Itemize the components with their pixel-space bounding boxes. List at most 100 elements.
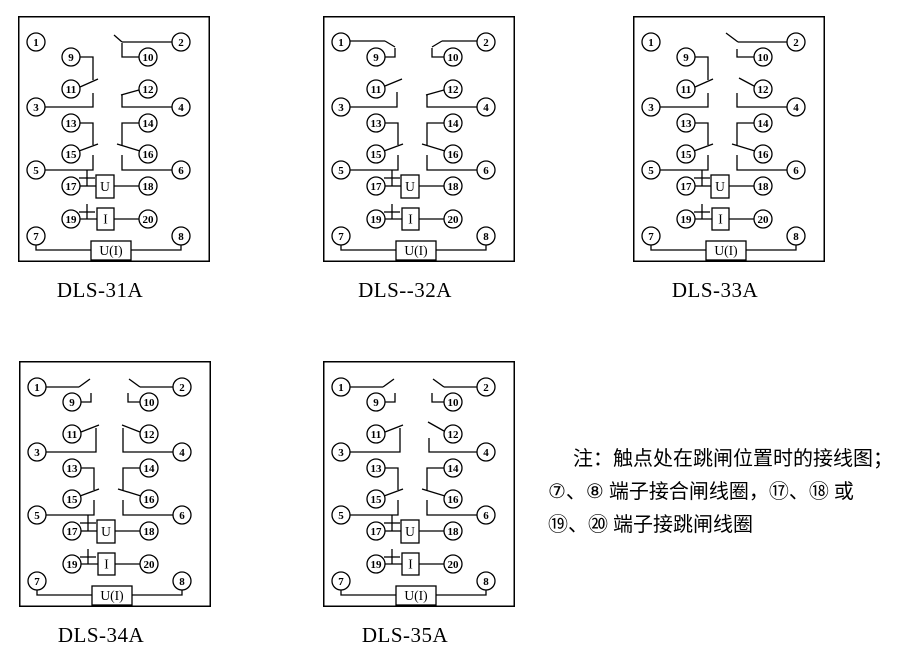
wire <box>79 488 100 497</box>
terminal-number: 13 <box>66 118 78 130</box>
terminal-number: 6 <box>483 165 489 177</box>
wire <box>121 122 139 145</box>
terminal-number: 16 <box>143 149 155 161</box>
terminal-number: 19 <box>371 559 383 571</box>
terminal-12 <box>443 79 463 99</box>
terminal-number: 5 <box>338 510 344 522</box>
terminal-number: 18 <box>143 181 155 193</box>
terminal-number: 12 <box>143 84 155 96</box>
terminal-14 <box>443 458 463 478</box>
note-line: 注：触点处在跳闸位置时的接线图； <box>573 448 893 470</box>
terminal-number: 2 <box>179 382 185 394</box>
wire <box>46 500 95 516</box>
terminal-number: 18 <box>144 526 156 538</box>
terminal-16 <box>138 144 158 164</box>
wire <box>46 428 97 453</box>
wire <box>425 89 445 96</box>
terminal-5 <box>641 160 661 180</box>
terminal-3 <box>641 97 661 117</box>
terminal-number: 20 <box>448 559 460 571</box>
wire <box>45 155 94 171</box>
terminal-20 <box>753 209 773 229</box>
wire <box>736 49 754 58</box>
diagram-border <box>18 16 210 262</box>
terminal-3 <box>331 442 351 462</box>
wire <box>432 378 445 388</box>
terminal-8 <box>172 571 192 591</box>
wire <box>36 590 92 596</box>
terminal-10 <box>139 392 159 412</box>
terminal-20 <box>139 554 159 574</box>
terminal-11 <box>676 79 696 99</box>
note-line: ⑦、⑧ 端子接合闸线圈，⑰、⑱ 或 <box>548 481 854 503</box>
terminal-16 <box>139 489 159 509</box>
wire <box>81 467 95 490</box>
terminal-3 <box>26 97 46 117</box>
wire <box>122 467 140 490</box>
terminal-19 <box>366 554 386 574</box>
terminal-number: 12 <box>448 84 460 96</box>
wire <box>45 93 94 108</box>
terminal-12 <box>138 79 158 99</box>
terminal-3 <box>27 442 47 462</box>
wire <box>383 143 404 152</box>
terminal-1 <box>331 32 351 52</box>
terminal-number: 16 <box>448 494 460 506</box>
terminal-1 <box>641 32 661 52</box>
wire <box>121 43 139 58</box>
terminal-number: 14 <box>448 463 460 475</box>
terminal-14 <box>138 113 158 133</box>
wire <box>421 488 446 497</box>
terminal-10 <box>443 392 463 412</box>
terminal-number: 17 <box>681 181 693 193</box>
wire <box>80 122 94 145</box>
terminal-15 <box>62 489 82 509</box>
wire <box>78 378 91 388</box>
terminal-19 <box>366 209 386 229</box>
terminal-number: 15 <box>66 149 78 161</box>
terminal-7 <box>331 571 351 591</box>
terminal-number: 11 <box>681 84 691 96</box>
terminal-4 <box>786 97 806 117</box>
note-text: 注：触点处在跳闸位置时的接线图； ⑦、⑧ 端子接合闸线圈，⑰、⑱ 或 ⑲、⑳ 端… <box>548 443 900 542</box>
terminal-number: 9 <box>373 52 379 64</box>
coil-box-label: U <box>715 179 725 194</box>
terminal-6 <box>476 160 496 180</box>
coil-box-label: U(I) <box>714 243 737 258</box>
terminal-13 <box>366 458 386 478</box>
terminal-1 <box>26 32 46 52</box>
wire <box>113 34 123 43</box>
terminal-15 <box>676 144 696 164</box>
terminal-18 <box>139 521 159 541</box>
wire <box>426 95 477 108</box>
terminal-number: 20 <box>758 214 770 226</box>
terminal-number: 6 <box>483 510 489 522</box>
coil-box-label: U <box>405 524 415 539</box>
terminal-number: 7 <box>338 231 344 243</box>
terminal-16 <box>443 489 463 509</box>
diagram-border <box>323 16 515 262</box>
wire <box>736 122 754 145</box>
wire <box>122 500 173 516</box>
terminal-number: 5 <box>33 165 39 177</box>
terminal-2 <box>476 32 496 52</box>
terminal-number: 9 <box>683 52 689 64</box>
terminal-19 <box>61 209 81 229</box>
terminal-9 <box>676 47 696 67</box>
terminal-number: 2 <box>178 37 184 49</box>
terminal-number: 5 <box>338 165 344 177</box>
coil-box-label: U <box>100 179 110 194</box>
wire <box>79 78 99 88</box>
terminal-number: 13 <box>67 463 79 475</box>
terminal-number: 3 <box>338 102 344 114</box>
terminal-number: 8 <box>178 231 184 243</box>
terminal-2 <box>476 377 496 397</box>
wire <box>80 424 100 433</box>
terminal-19 <box>62 554 82 574</box>
wire <box>660 155 709 171</box>
terminal-number: 1 <box>338 382 344 394</box>
